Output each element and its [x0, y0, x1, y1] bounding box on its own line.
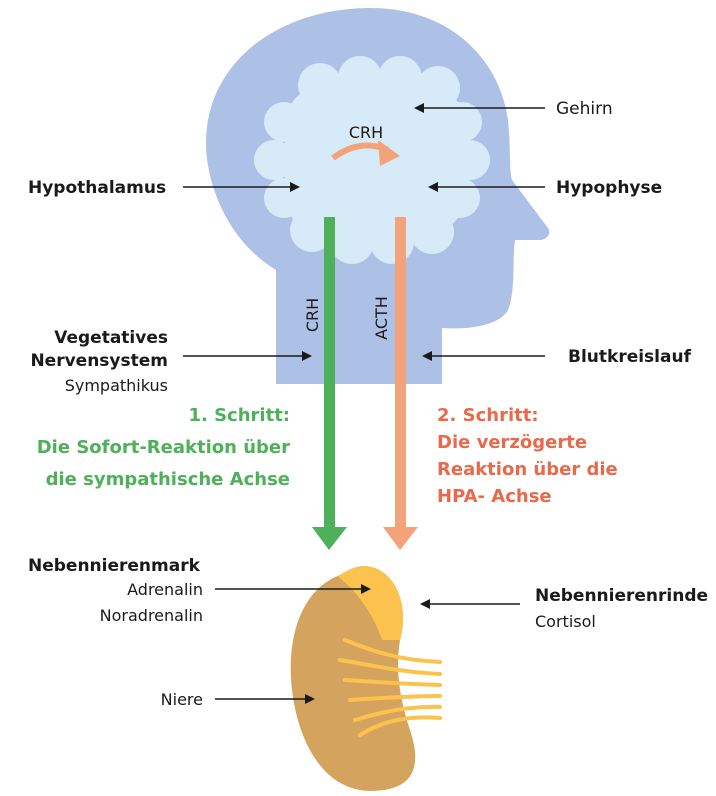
blutkreislauf-label: Blutkreislauf [568, 347, 692, 367]
hypophyse-label: Hypophyse [556, 178, 662, 198]
noradrenalin-label: Noradrenalin [100, 606, 203, 625]
step2-line3: Reaktion über die [437, 459, 618, 480]
step1-line2: Die Sofort-Reaktion über [37, 437, 290, 458]
cortisol-label: Cortisol [535, 612, 596, 631]
gehirn-label: Gehirn [556, 99, 613, 119]
kidney-illustration [291, 560, 440, 791]
vegetatives-label-line1: Vegetatives [54, 328, 168, 348]
hypothalamus-label: Hypothalamus [28, 178, 166, 198]
niere-label: Niere [161, 690, 203, 709]
step2-line1: 2. Schritt: [437, 405, 539, 426]
acth-vertical-label: ACTH [372, 296, 391, 340]
step2-line4: HPA- Achse [437, 486, 552, 507]
crh-vertical-label: CRH [303, 298, 322, 332]
nebennierenrinde-pointer [420, 599, 520, 609]
step2-line2: Die verzögerte [437, 432, 587, 453]
vegetatives-label-line2: Nervensystem [30, 351, 168, 371]
nebennierenmark-label: Nebennierenmark [28, 556, 201, 576]
adrenalin-label: Adrenalin [127, 580, 203, 599]
crh-top-label: CRH [349, 123, 383, 142]
nebennierenrinde-label: Nebennierenrinde [535, 586, 708, 606]
sympathikus-label: Sympathikus [65, 376, 168, 395]
step1-line1: 1. Schritt: [188, 405, 290, 426]
step1-line3: die sympathische Achse [46, 469, 290, 490]
